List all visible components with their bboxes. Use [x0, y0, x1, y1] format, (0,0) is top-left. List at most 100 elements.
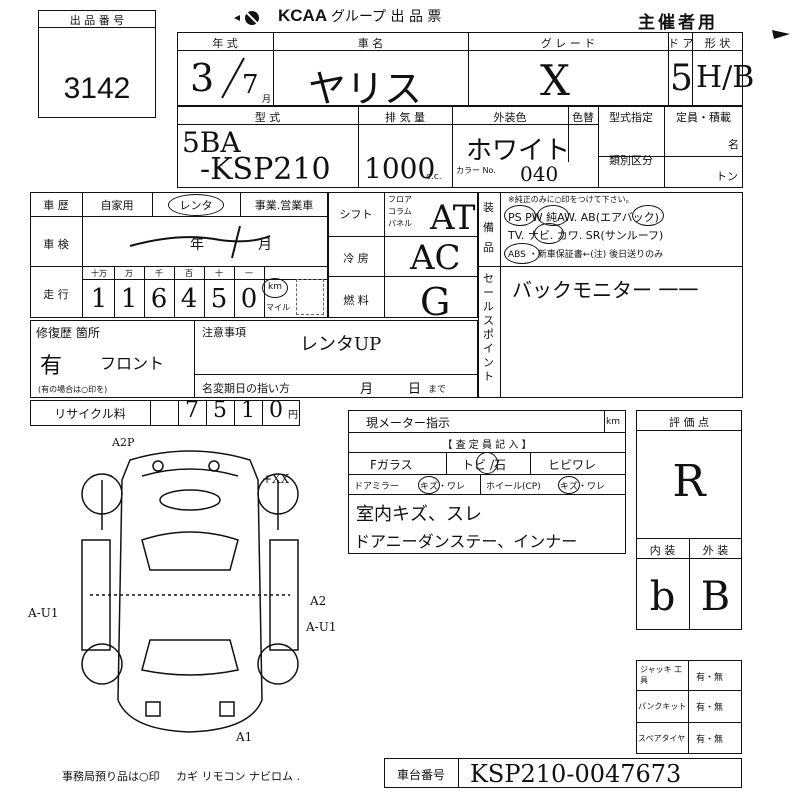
diagram-label-a2: A2	[310, 594, 327, 608]
puncture-kit-value: 有・無	[696, 703, 724, 713]
private-use-label: 自家用	[100, 199, 134, 212]
shift-label: シフト	[339, 208, 373, 221]
notes-label: 注意事項	[202, 326, 246, 339]
mile-option: マイル	[266, 303, 290, 312]
model-label: 型 式	[254, 111, 281, 124]
exterior-label: 外 装	[702, 544, 729, 557]
color-value: ホワイト	[466, 136, 571, 166]
digit-header-10k: 万	[125, 269, 133, 278]
glass-label: Fガラス	[370, 458, 413, 472]
year-value: 3	[190, 56, 215, 100]
digit-header-1: 一	[245, 269, 253, 278]
business-use-label: 事業.営業車	[254, 199, 314, 212]
ps-circle	[504, 205, 536, 226]
wheel-label: ホイール(CP)	[486, 482, 541, 492]
shift-value: AT	[430, 198, 476, 238]
glass-option-crack: ヒビワレ	[548, 458, 597, 472]
chip-circle	[476, 452, 498, 474]
interior-grade: b	[649, 574, 676, 620]
meter-label: 現メーター指示	[366, 416, 451, 430]
abs-circle	[504, 243, 540, 264]
mileage-label: 走 行	[43, 288, 69, 301]
diagram-label-au1-right: A-U1	[306, 620, 337, 634]
fuel-value: G	[420, 280, 451, 324]
form-title: . グループ 出 品 票	[322, 9, 442, 25]
shift-ac-fuel-block	[328, 192, 478, 318]
spare-tire-value: 有・無	[696, 735, 724, 745]
door-label: ド ア	[668, 37, 694, 50]
color-label: 外装色	[493, 111, 527, 124]
evaluation-score: R	[672, 456, 706, 507]
model-line2: -KSP210	[200, 152, 331, 187]
mileage-digit-6: 0	[240, 284, 258, 314]
repair-note: (有の場合は○印を)	[38, 385, 108, 394]
chassis-number: KSP210-0047673	[470, 760, 682, 788]
chassis-label: 車台番号	[396, 768, 445, 782]
evaluation-label: 評 価 点	[669, 416, 709, 429]
wheel-options: キズ・ワレ	[560, 482, 606, 492]
vehicle-info-row1	[177, 32, 743, 106]
shape-label: 形 状	[704, 37, 731, 50]
recycle-digit-3: 1	[241, 398, 255, 423]
equipment-block	[478, 192, 743, 398]
copy-type: 主催者用	[638, 13, 718, 33]
mileage-digit-3: 6	[150, 284, 168, 314]
ac-value: AC	[410, 238, 461, 278]
sales-point-value: バックモニター 一一	[512, 278, 699, 302]
grade-value: X	[540, 56, 570, 105]
mirror-scratch-circle	[418, 476, 440, 494]
inspector-header: 【 査 定 員 記 入 】	[442, 440, 532, 451]
shift-options: フロア コラム パネル	[388, 195, 412, 228]
color-no-value: 040	[520, 162, 559, 186]
equipment-line3: ABS ・新車保証書←(注) 後日送りのみ	[508, 250, 664, 260]
month-unit: 月	[262, 95, 272, 105]
lot-number-box	[38, 10, 156, 118]
sales-point-label: セールスポイント	[483, 272, 494, 383]
inspection-label: 車 検	[43, 238, 69, 251]
car-name-value: ヤリス	[308, 67, 423, 111]
office-note: 事務局預り品は○印	[62, 770, 160, 783]
digit-header-100: 百	[185, 269, 193, 278]
notes-value: レンタUP	[300, 334, 382, 355]
meter-km-unit: km	[606, 417, 620, 427]
fuel-label: 燃 料	[343, 294, 369, 307]
car-name-label: 車 名	[357, 37, 384, 50]
inspection-month-unit: 月	[258, 237, 272, 253]
recycle-label: リサイクル料	[54, 407, 126, 421]
repair-label: 修復歴 箇所	[36, 326, 100, 340]
digit-header-10: 十	[215, 269, 223, 278]
grade-label: グ レ ー ド	[540, 37, 596, 50]
mileage-digit-1: 1	[90, 284, 108, 314]
mileage-extra-box	[296, 279, 324, 315]
corner-mark-icon	[770, 26, 792, 40]
ac-label: 冷 房	[343, 252, 369, 265]
spare-tire-label: スペアタイヤ	[638, 734, 686, 743]
digit-header-1k: 千	[155, 269, 163, 278]
mileage-digit-5: 5	[210, 284, 228, 314]
kcaa-logo-icon	[232, 6, 268, 30]
equipment-note: ※純正のみに○印をつけて下さい。	[508, 195, 634, 204]
model-spec-label: 型式指定	[609, 111, 653, 124]
office-items: カギ リモコン ナビロム .	[176, 770, 300, 783]
repair-value: 有	[40, 354, 63, 379]
brand-logo-text: KCAA	[278, 6, 328, 25]
name-change-day: 日	[408, 382, 422, 397]
inspection-year-unit: 年	[190, 237, 204, 253]
km-circle	[262, 278, 288, 298]
chassis-number-block	[384, 758, 742, 788]
cc-unit: c.c.	[426, 172, 442, 182]
jack-value: 有・無	[696, 673, 724, 683]
recycle-digit-4: 0	[269, 398, 283, 423]
inspection-strike	[120, 222, 280, 262]
lot-number: 3142	[63, 72, 131, 105]
equipment-label: 装 備 品	[483, 201, 494, 254]
mileage-digit-2: 1	[120, 284, 138, 314]
lot-number-label: 出 品 番 号	[69, 14, 125, 27]
inspection-comment-1: 室内キズ、スレ	[356, 504, 482, 525]
mirror-options: キズ・ワレ	[420, 482, 466, 492]
recycle-fee-block	[30, 400, 300, 426]
month-value: 7	[242, 70, 259, 100]
repair-location: フロント	[100, 354, 165, 373]
diagram-label-au1-left: A-U1	[28, 606, 59, 620]
engine-label: 排 気 量	[385, 111, 425, 124]
